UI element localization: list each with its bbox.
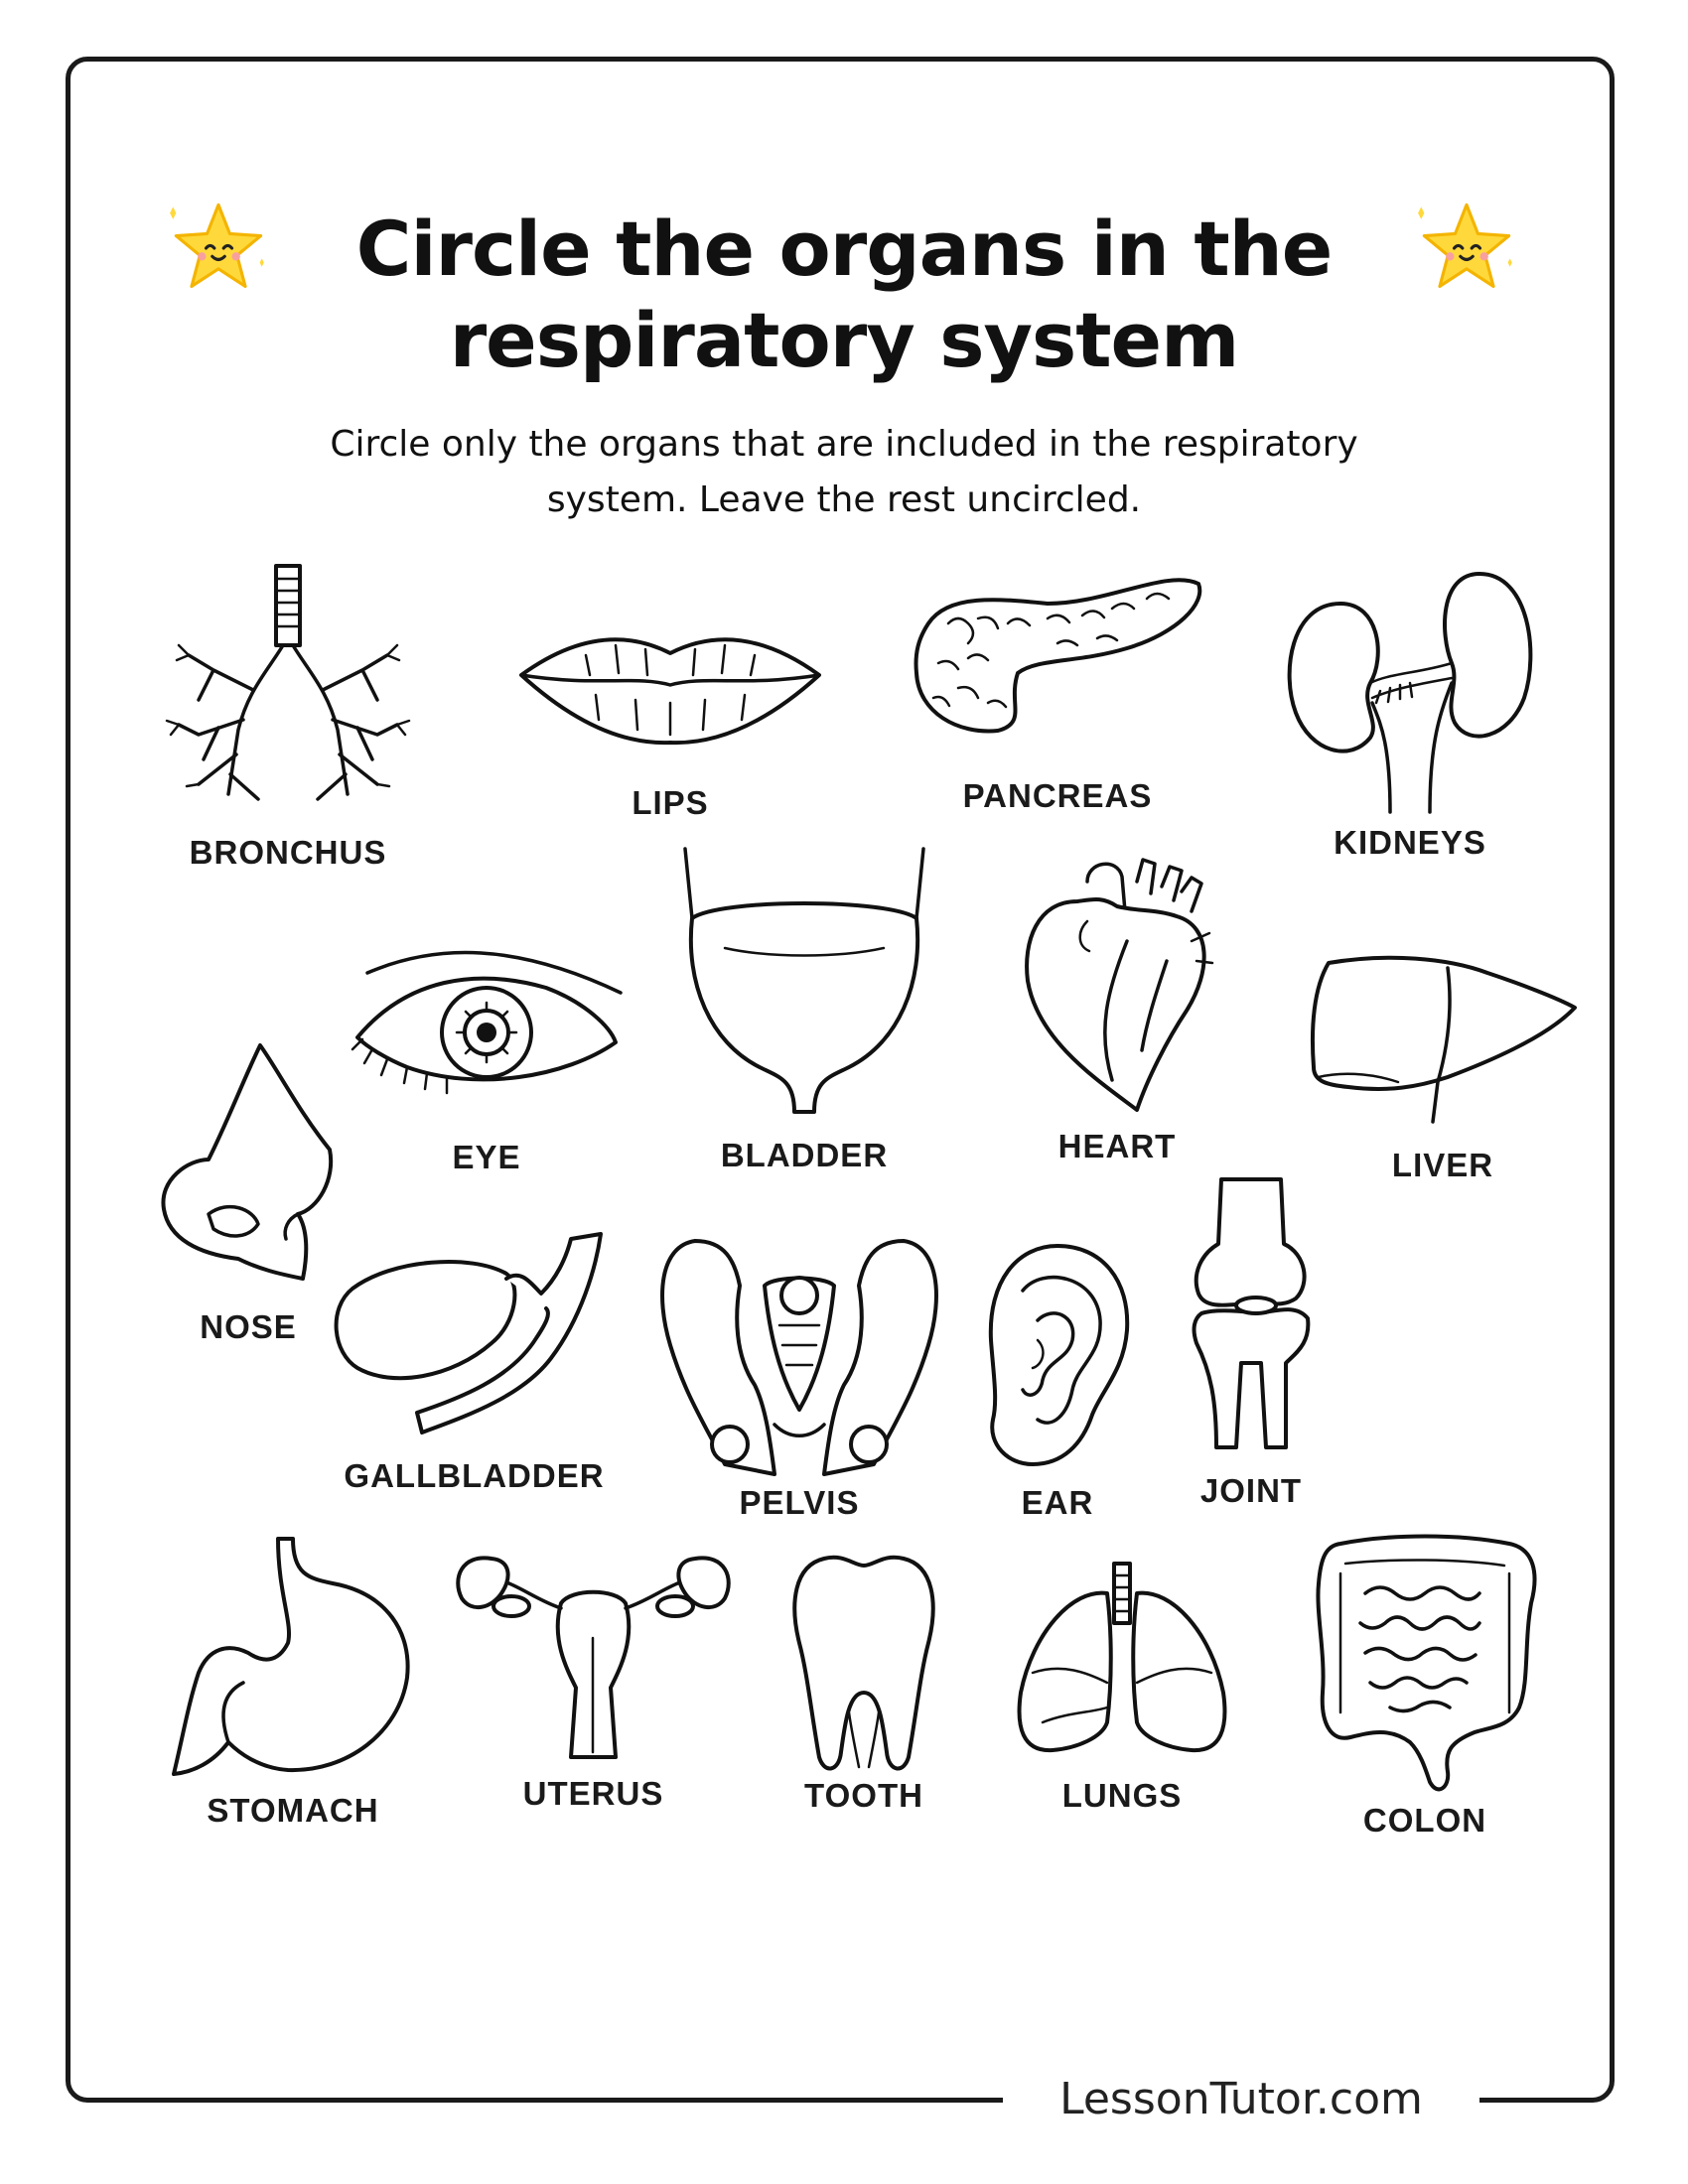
nose-icon (161, 1043, 334, 1281)
eye-icon (351, 950, 623, 1095)
uterus-icon (456, 1556, 731, 1759)
stomach-icon (172, 1537, 410, 1776)
organ-lips[interactable]: LIPS (516, 615, 824, 821)
organ-tooth[interactable]: TOOTH (789, 1554, 938, 1814)
organ-bronchus[interactable]: BRONCHUS (159, 561, 417, 871)
organ-pelvis[interactable]: PELVIS (655, 1236, 943, 1521)
organ-gallbladder[interactable]: GALLBLADDER (333, 1229, 616, 1494)
joint-icon (1192, 1177, 1311, 1449)
title-line-2: respiratory system (449, 296, 1240, 384)
organ-nose[interactable]: NOSE (159, 1040, 338, 1345)
organ-label: EYE (452, 1139, 521, 1175)
organ-heart[interactable]: HEART (1018, 852, 1216, 1164)
title-line-1: Circle the organs in the (355, 205, 1334, 293)
organ-label: GALLBLADDER (344, 1457, 605, 1494)
organ-kidneys[interactable]: KIDNEYS (1281, 564, 1539, 861)
page-title: Circle the organs in the respiratory sys… (248, 204, 1440, 386)
organ-colon[interactable]: COLON (1311, 1534, 1539, 1839)
footer-gap (1003, 2093, 1479, 2113)
pancreas-icon (914, 578, 1202, 734)
footer-brand: LessonTutor.com (1059, 2074, 1423, 2124)
organ-label: JOINT (1199, 1472, 1303, 1509)
organ-label: STOMACH (207, 1792, 379, 1829)
organ-label: KIDNEYS (1334, 824, 1486, 861)
organ-eye[interactable]: EYE (348, 948, 626, 1175)
liver-icon (1310, 955, 1577, 1124)
instructions-line-2: system. Leave the rest uncircled. (546, 479, 1142, 520)
gallbladder-icon (334, 1232, 603, 1434)
colon-icon (1316, 1534, 1537, 1792)
organ-label: EAR (1021, 1484, 1094, 1521)
instructions-line-1: Circle only the organs that are included… (330, 424, 1358, 465)
organ-label: HEART (1057, 1128, 1177, 1164)
pelvis-icon (660, 1239, 938, 1476)
organ-ear[interactable]: EAR (983, 1241, 1132, 1521)
organ-stomach[interactable]: STOMACH (169, 1534, 417, 1829)
kidneys-icon (1287, 572, 1533, 814)
ear-icon (988, 1244, 1130, 1466)
smiling-star-icon (167, 197, 270, 300)
organ-label: UTERUS (522, 1775, 664, 1812)
organ-uterus[interactable]: UTERUS (452, 1549, 735, 1812)
organ-label: BLADDER (720, 1137, 889, 1173)
heart-icon (1025, 858, 1214, 1112)
tooth-icon (792, 1555, 935, 1771)
organ-bladder[interactable]: BLADDER (680, 844, 928, 1173)
lungs-icon (1017, 1562, 1227, 1753)
bladder-icon (683, 847, 925, 1114)
organ-label: BRONCHUS (189, 834, 387, 871)
organ-joint[interactable]: JOINT (1187, 1174, 1316, 1509)
organ-label: PANCREAS (962, 777, 1153, 814)
instructions: Circle only the organs that are included… (248, 417, 1440, 528)
organ-liver[interactable]: LIVER (1309, 948, 1577, 1183)
organ-label: TOOTH (804, 1777, 923, 1814)
bronchus-icon (165, 564, 411, 801)
organ-label: COLON (1362, 1802, 1487, 1839)
organ-pancreas[interactable]: PANCREAS (909, 564, 1206, 814)
smiling-star-icon (1415, 197, 1518, 300)
organ-label: NOSE (200, 1308, 297, 1345)
organ-lungs[interactable]: LUNGS (1013, 1562, 1231, 1814)
organ-label: LIPS (632, 784, 709, 821)
organ-label: PELVIS (739, 1484, 860, 1521)
lips-icon (519, 637, 821, 746)
organ-label: LUNGS (1061, 1777, 1183, 1814)
worksheet-border (66, 57, 1615, 2103)
organ-label: LIVER (1391, 1147, 1494, 1183)
